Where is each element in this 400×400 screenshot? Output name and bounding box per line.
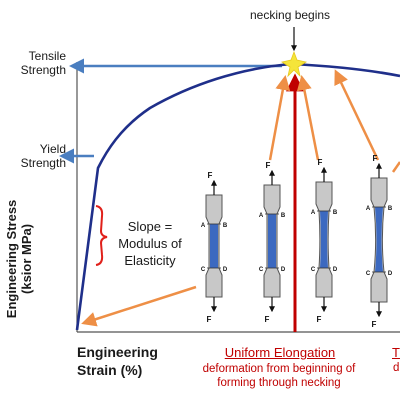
- region-caption: deformation from beginning of forming th…: [202, 363, 356, 390]
- stress-strain-curve: [75, 62, 400, 331]
- arrow-neck-late: [334, 69, 380, 161]
- specimen-3-force-bottom-label: F: [317, 315, 322, 324]
- specimen-1-label-b: B: [223, 223, 228, 229]
- clipped-region-caption: d: [393, 362, 400, 374]
- specimen-1-label-c: C: [201, 267, 206, 273]
- specimen-4-label-b: B: [388, 206, 393, 212]
- specimen-4-label-d: D: [388, 271, 393, 277]
- specimen-3-gauge: [320, 211, 328, 268]
- specimens: A B C D F F A B C D F F A B C D F F A B C D F F: [201, 154, 393, 329]
- specimen-3-label-b: B: [333, 210, 338, 216]
- specimen-4-force-bottom-label: F: [372, 320, 377, 329]
- y-axis-title: Engineering Stress (ksior MPa): [4, 199, 34, 319]
- specimen-2-force-bottom-label: F: [265, 315, 270, 324]
- region-title: Uniform Elongation: [224, 345, 336, 360]
- slope-label: Slope = Modulus of Elasticity: [118, 219, 182, 268]
- specimen-2-gauge: [268, 214, 276, 268]
- slope-brace: [95, 205, 108, 266]
- arrow-offscreen: [391, 161, 400, 173]
- specimen-1-force-bottom-label: F: [207, 315, 212, 324]
- specimen-1-force-top-label: F: [208, 171, 213, 180]
- specimen-2-force-top-label: F: [266, 161, 271, 170]
- arrow-origin: [81, 285, 197, 327]
- specimen-2-label-d: D: [281, 267, 286, 273]
- specimen-4-label-c: C: [366, 271, 371, 277]
- specimen-3-label-d: D: [333, 267, 338, 273]
- necking-callout: necking begins: [250, 8, 331, 22]
- specimen-2-label-b: B: [281, 213, 286, 219]
- specimen-4-label-a: A: [366, 206, 371, 212]
- specimen-3-force-top-label: F: [318, 158, 323, 167]
- specimen-2-label-c: C: [259, 267, 264, 273]
- specimen-1-label-a: A: [201, 223, 206, 229]
- x-axis-title: Engineering Strain (%): [77, 344, 158, 379]
- specimen-4-force-top-label: F: [373, 154, 378, 163]
- specimen-3-label-c: C: [311, 267, 316, 273]
- specimen-3-label-a: A: [311, 210, 316, 216]
- arrow-neck-start: [296, 75, 320, 161]
- yield-strength-label: Yield Strength: [20, 142, 66, 170]
- necking-star-icon: [280, 50, 308, 78]
- specimen-1-label-d: D: [223, 267, 228, 273]
- specimen-2-label-a: A: [259, 213, 264, 219]
- specimen-4-gauge: [375, 207, 383, 272]
- arrow-uniform: [268, 75, 291, 161]
- tensile-strength-label: Tensile Strength: [20, 49, 66, 77]
- specimen-1-gauge: [210, 224, 218, 268]
- clipped-region-title: T: [392, 345, 400, 360]
